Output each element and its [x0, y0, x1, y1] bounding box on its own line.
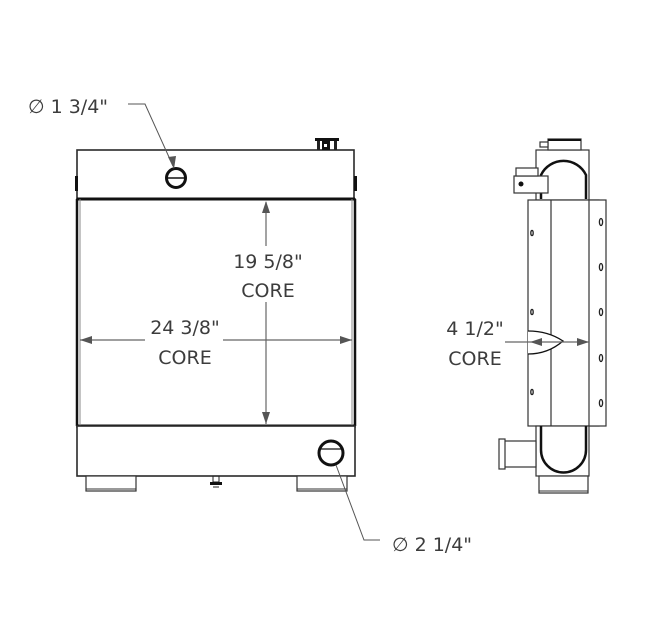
top-tank [76, 149, 355, 200]
core-height-label: CORE [241, 280, 294, 302]
front-view [75, 103, 380, 541]
inlet-diameter-label: ∅ 1 3/4" [28, 96, 108, 118]
side-core [527, 199, 600, 427]
left-foot [85, 475, 137, 492]
core [76, 198, 356, 428]
core-width-label: CORE [158, 347, 211, 369]
bolt-holes [530, 217, 604, 408]
core-depth-value: 4 1/2" [446, 318, 503, 340]
bottom-tank [76, 425, 356, 477]
outlet-port-icon [317, 439, 345, 467]
left-bracket-top [75, 176, 78, 191]
core-width-value: 24 3/8" [150, 317, 220, 339]
drain-plug-icon [210, 475, 222, 488]
side-outlet-pipe [501, 440, 537, 468]
side-view [498, 138, 607, 494]
side-flange [588, 199, 607, 427]
outlet-diameter-label: ∅ 2 1/4" [392, 534, 472, 556]
inlet-port-icon [165, 167, 187, 189]
right-foot [296, 475, 348, 492]
side-bottom-tank [535, 425, 590, 477]
right-bracket-top [354, 176, 357, 191]
filler-cap-icon [315, 138, 339, 150]
core-height-value: 19 5/8" [233, 251, 303, 273]
core-depth-label: CORE [448, 348, 501, 370]
